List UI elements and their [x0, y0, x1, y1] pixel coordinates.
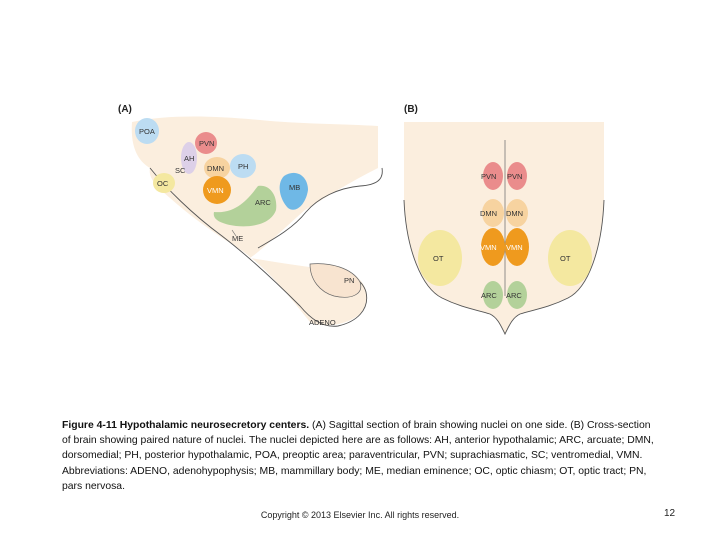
me-pointer-line [231, 229, 237, 237]
pvn-nucleus [195, 132, 217, 154]
label-adeno: ADENO [309, 318, 336, 327]
label-me: ME [232, 234, 243, 243]
label-oc: OC [157, 179, 169, 188]
dmn-nucleus [204, 157, 230, 179]
label-ph: PH [238, 162, 248, 171]
label-b-vmn-right: VMN [506, 243, 523, 252]
caption-title: Figure 4-11 Hypothalamic neurosecretory … [62, 420, 310, 431]
stalk-outline-upper [257, 167, 383, 249]
sagittal-section: POA PVN AH SC OC DMN PH VMN ARC MB ME PN… [131, 116, 383, 327]
label-b-vmn-left: VMN [480, 243, 497, 252]
cross-tissue [404, 122, 604, 334]
pvn-right [507, 162, 527, 190]
arc-nucleus [213, 185, 277, 227]
ph-nucleus [230, 154, 256, 178]
label-vmn: VMN [207, 186, 224, 195]
label-pn: PN [344, 276, 354, 285]
dmn-right [506, 199, 528, 227]
label-b-dmn-right: DMN [506, 209, 523, 218]
label-b-pvn-right: PVN [507, 172, 522, 181]
label-b-arc-left: ARC [481, 291, 497, 300]
cross-outline [403, 199, 605, 336]
pars-nervosa-shape [309, 263, 362, 298]
label-sc: SC [175, 166, 186, 175]
ot-right [548, 230, 592, 286]
copyright-notice: Copyright © 2013 Elsevier Inc. All right… [260, 510, 460, 520]
label-b-dmn-left: DMN [480, 209, 497, 218]
figure-caption: Figure 4-11 Hypothalamic neurosecretory … [62, 418, 662, 494]
panel-a-label: (A) [118, 104, 132, 115]
label-b-ot-left: OT [433, 254, 444, 263]
cross-section: PVN PVN DMN DMN VMN VMN ARC ARC OT OT [403, 122, 605, 336]
oc-nucleus [153, 173, 175, 193]
label-pvn: PVN [199, 139, 214, 148]
poa-nucleus [135, 118, 159, 144]
panel-b-label: (B) [404, 104, 418, 115]
dmn-left [482, 199, 504, 227]
label-poa: POA [139, 127, 155, 136]
pvn-left [483, 162, 503, 190]
stalk-outline-lower [149, 167, 368, 327]
vmn-right [505, 228, 529, 266]
label-ah: AH [184, 154, 194, 163]
page-number: 12 [664, 508, 676, 519]
label-b-arc-right: ARC [506, 291, 522, 300]
label-arc: ARC [255, 198, 271, 207]
arc-left [483, 281, 503, 309]
arc-right [507, 281, 527, 309]
label-dmn: DMN [207, 164, 224, 173]
label-b-pvn-left: PVN [481, 172, 496, 181]
ah-nucleus [181, 142, 197, 174]
hypothalamus-figure: (A) (B) POA PVN AH SC OC DMN PH VMN ARC … [118, 104, 605, 336]
vmn-nucleus [203, 176, 231, 204]
vmn-left [481, 228, 505, 266]
ot-left [418, 230, 462, 286]
caption-body: (A) Sagittal section of brain showing nu… [62, 420, 654, 492]
label-b-ot-right: OT [560, 254, 571, 263]
mb-nucleus [279, 172, 308, 210]
label-mb: MB [289, 183, 300, 192]
